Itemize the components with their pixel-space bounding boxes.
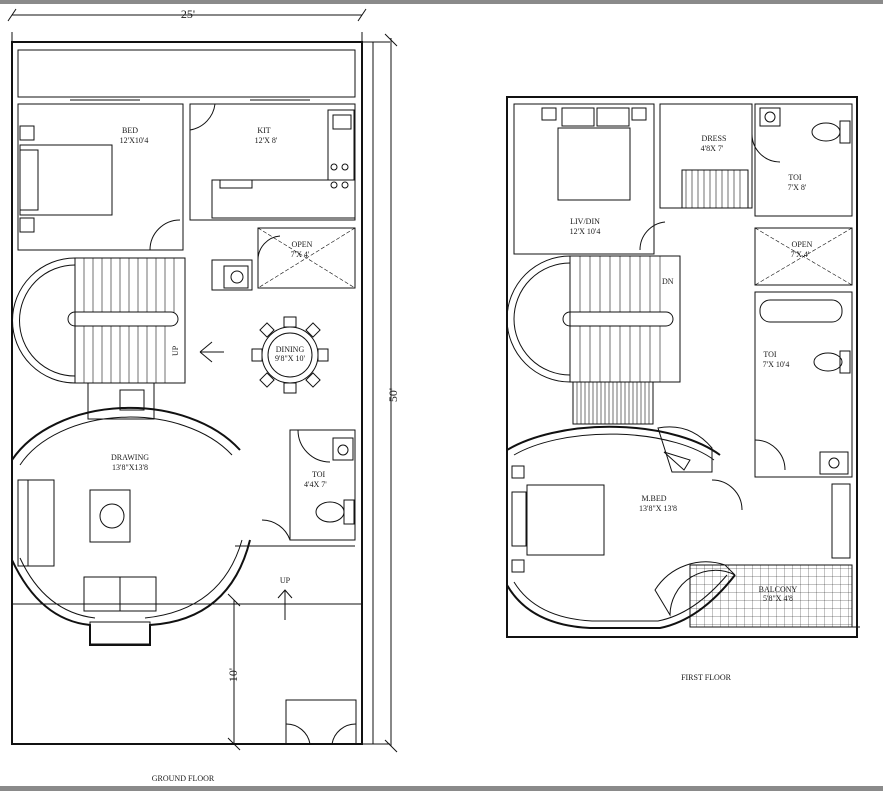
ff-toilet-mid-name: TOI	[763, 350, 777, 359]
width-dimension: 25'	[7, 7, 367, 22]
ff-toilet-mid-size: 7'X 10'4	[763, 360, 790, 369]
mbed-size: 13'8"X 13'8	[639, 504, 677, 513]
gf-open-name: OPEN	[292, 240, 313, 249]
dining-table	[251, 316, 329, 394]
balcony-name: BALCONY	[759, 585, 798, 594]
kitchen-name: KIT	[257, 126, 270, 135]
gf-open-size: 7'X 4'	[291, 250, 310, 259]
gf-stair-up-label: UP	[171, 345, 180, 356]
first-floor-title: FIRST FLOOR	[681, 673, 732, 682]
dining-name: DINING	[276, 345, 305, 354]
bottom-border	[0, 786, 883, 791]
depth-dimension-label: 50'	[386, 388, 400, 402]
mbed-name: M.BED	[641, 494, 666, 503]
dress-name: DRESS	[702, 134, 727, 143]
fb-bed	[557, 127, 631, 201]
kitchen-size: 12'X 8'	[255, 136, 278, 145]
dining-size: 9'8"X 10'	[275, 354, 305, 363]
bed-room-size: 12'X10'4	[120, 136, 149, 145]
first-floor-plan: LIV/DIN 12'X 10'4 DRESS 4'8X 7' TOI 7'X …	[506, 96, 860, 682]
drawing-name: DRAWING	[111, 453, 149, 462]
direction-arrow	[199, 341, 224, 363]
drawing-size: 13'8"X13'8	[112, 463, 148, 472]
balcony-grid	[689, 564, 853, 628]
depth-dimension: 50'	[384, 33, 400, 753]
ff-stair-dn-label: DN	[662, 277, 674, 286]
gf-staircase: UP	[12, 257, 186, 384]
gf-toilet-name: TOI	[312, 470, 326, 479]
dress-size: 4'8X 7'	[701, 144, 724, 153]
bed-furniture	[19, 144, 113, 216]
mbed-bed	[526, 484, 605, 556]
ff-staircase: DN	[506, 255, 681, 425]
setback-dimension-label: 10'	[226, 668, 240, 682]
setback-dimension: 10'	[226, 593, 241, 751]
ground-floor-plan: 25' 50' BED 12'X10'4	[7, 7, 400, 783]
ff-toilet-top-name: TOI	[788, 173, 802, 182]
balcony-size: 5'8"X 4'8	[763, 594, 793, 603]
sofa	[17, 479, 55, 567]
top-border	[0, 0, 883, 4]
liv-din-size: 12'X 10'4	[570, 227, 601, 236]
ff-toilet-top-size: 7'X 8'	[788, 183, 807, 192]
liv-din-name: LIV/DIN	[570, 217, 600, 226]
ff-open-size: 7'X 4'	[791, 250, 810, 259]
ff-open-name: OPEN	[792, 240, 813, 249]
gf-toilet-size: 4'4X 7'	[304, 480, 327, 489]
ground-floor-title: GROUND FLOOR	[152, 774, 215, 783]
width-dimension-label: 25'	[181, 7, 195, 21]
entry-up-label: UP	[280, 576, 291, 585]
bed-room-name: BED	[122, 126, 138, 135]
